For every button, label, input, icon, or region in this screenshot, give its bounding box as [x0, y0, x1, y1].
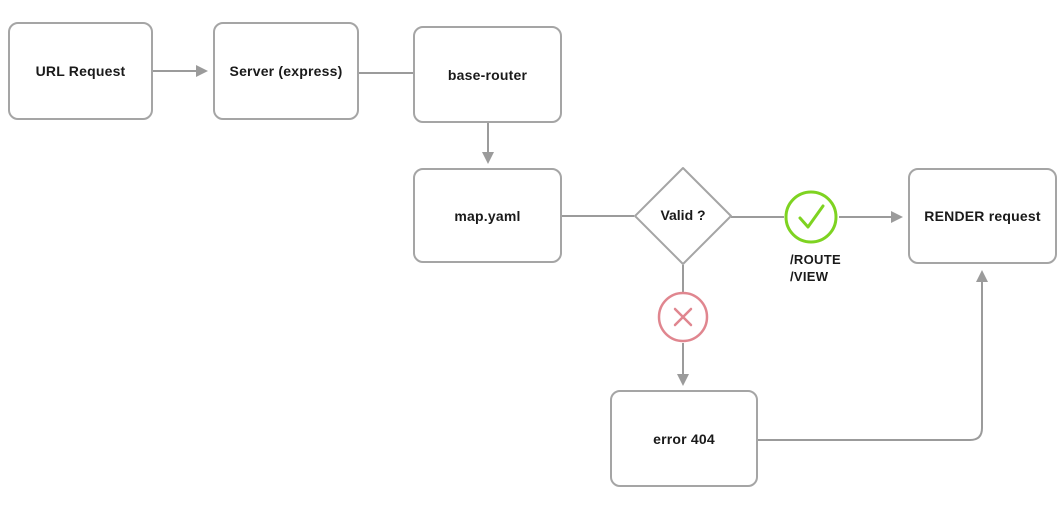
- node-error-404: error 404: [610, 390, 758, 487]
- node-render-request-label: RENDER request: [924, 208, 1041, 224]
- decision-valid-label: Valid ?: [660, 207, 706, 223]
- node-url-request-label: URL Request: [35, 63, 126, 79]
- view-label: /VIEW: [790, 269, 829, 284]
- node-map-yaml-label: map.yaml: [454, 207, 521, 224]
- node-render-request: RENDER request: [908, 168, 1057, 264]
- node-server-express: Server (express): [213, 22, 359, 120]
- cross-icon: [657, 291, 709, 343]
- edge-error404-render: [758, 270, 988, 441]
- node-base-router-label: base-router: [447, 66, 528, 83]
- node-url-request: URL Request: [8, 22, 153, 120]
- check-icon: [784, 190, 838, 244]
- node-map-yaml: map.yaml: [413, 168, 562, 263]
- node-server-express-label: Server (express): [229, 63, 343, 79]
- route-view-label: /ROUTE /VIEW: [790, 251, 841, 285]
- route-label: /ROUTE: [790, 252, 841, 267]
- node-base-router: base-router: [413, 26, 562, 123]
- node-error-404-label: error 404: [653, 430, 715, 447]
- decision-diamond: [634, 167, 732, 265]
